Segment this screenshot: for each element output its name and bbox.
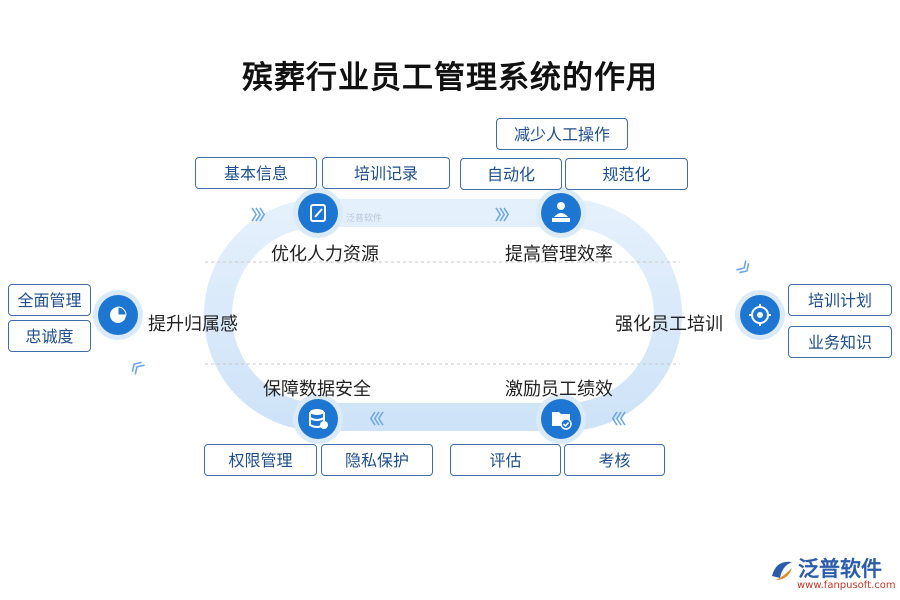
presenter-icon <box>552 202 570 222</box>
node-hr <box>298 193 338 233</box>
node-efficiency <box>541 193 581 233</box>
node-efficiency-label: 提高管理效率 <box>505 244 613 265</box>
node-incentive <box>541 399 581 439</box>
tag-automation: 自动化 <box>460 158 562 190</box>
brand-name: 泛普软件 <box>798 557 882 581</box>
document-edit-icon <box>310 204 326 222</box>
tag-basic-info: 基本信息 <box>195 157 317 189</box>
node-belonging <box>98 295 138 335</box>
tag-business-knowledge: 业务知识 <box>788 326 892 358</box>
tag-standardization: 规范化 <box>565 158 688 190</box>
node-security-label: 保障数据安全 <box>263 379 371 400</box>
tag-assessment: 考核 <box>564 444 665 476</box>
arrow-left-icon: 〈〈〈 <box>362 412 384 428</box>
node-hr-label: 优化人力资源 <box>271 244 379 265</box>
arrow-right-icon: 〉〉〉 <box>495 208 517 224</box>
node-belonging-label: 提升归属感 <box>148 314 238 335</box>
node-training <box>740 295 780 335</box>
page-title: 殡葬行业员工管理系统的作用 <box>242 60 658 96</box>
tag-permission: 权限管理 <box>204 444 317 476</box>
tag-full-management: 全面管理 <box>8 284 91 316</box>
node-incentive-label: 激励员工绩效 <box>505 379 613 400</box>
target-icon <box>749 304 771 326</box>
arrow-left-icon: 〈〈〈 <box>604 412 626 428</box>
fanpu-logo-icon <box>772 561 792 580</box>
tag-training-plan: 培训计划 <box>788 284 892 316</box>
tag-privacy: 隐私保护 <box>321 444 433 476</box>
folder-check-icon <box>552 412 572 430</box>
database-icon <box>309 409 328 429</box>
brand-url: www.fanpusoft.com <box>797 580 896 591</box>
arrow-right-icon: 〉〉〉 <box>251 208 273 224</box>
tag-reduce-manual: 减少人工操作 <box>496 118 628 150</box>
tag-training-record: 培训记录 <box>322 157 450 189</box>
pie-chart-icon <box>110 306 127 323</box>
node-security <box>298 399 338 439</box>
tag-evaluation: 评估 <box>450 444 561 476</box>
node-training-label: 强化员工培训 <box>615 314 723 335</box>
watermark: 泛普软件 <box>346 214 383 224</box>
tag-loyalty: 忠诚度 <box>8 320 91 352</box>
